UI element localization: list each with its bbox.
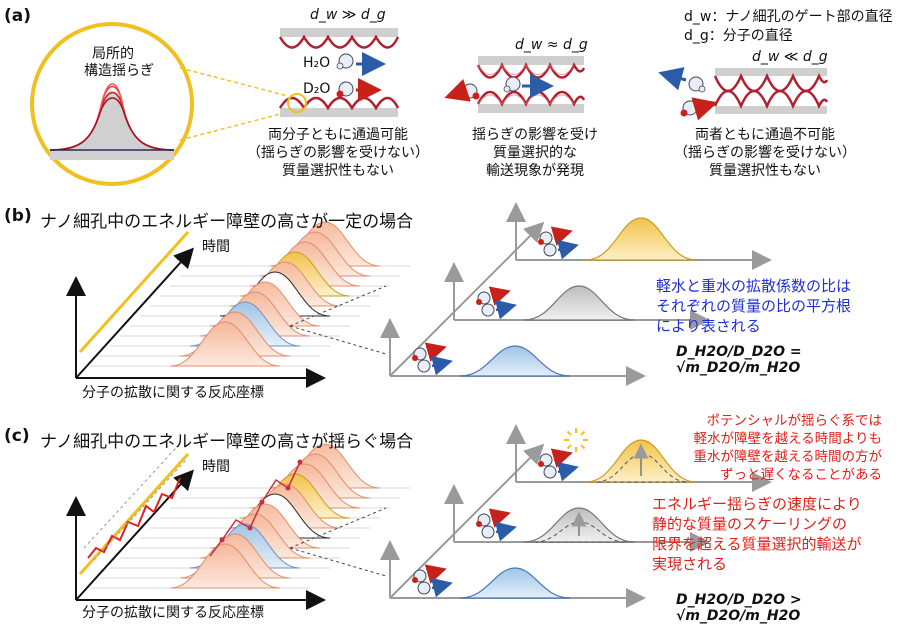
panel-c-note2: エネルギー揺らぎの速度により 静的な質量のスケーリングの 限界を超える質量選択的… [652, 494, 862, 574]
pore-wide [278, 28, 400, 117]
case1-condition: d_w ≫ d_g [310, 7, 386, 23]
connector-lines-b [289, 285, 387, 355]
panel-c-xaxis-label: 分子の拡散に関する反応座標 [82, 605, 264, 621]
pore-narrow [713, 68, 829, 114]
cascade-c [380, 424, 772, 608]
case1-caption-line3: 質量選択性もない [282, 163, 394, 179]
barrier-trace-c [209, 459, 303, 557]
panel-b-note: 軽水と重水の拡散係数の比は それぞれの質量の比の平方根 により表される [656, 276, 851, 336]
case3-caption-line1: 両者ともに通過不可能 [695, 127, 835, 143]
molecules-a3 [658, 67, 718, 121]
case3-caption: 両者ともに通過不可能 （揺らぎの影響を受けない） 質量選択性もない [665, 126, 865, 180]
h2o-molecule-a1 [336, 52, 386, 76]
zoom-label-line1: 局所的 [92, 46, 134, 62]
axes-c [66, 447, 326, 610]
panel-c-note1-line3: 重水が障壁を越える時間の方が [693, 449, 882, 465]
d2o-molecule-a1 [336, 78, 382, 102]
panel-b-equation: D_H2O/D_D2O = √m_D2O/m_H2O [676, 344, 802, 376]
legend-dg: d_g：分子の直径 [684, 28, 793, 44]
case2-caption-line2: 質量選択的な [493, 145, 577, 161]
waterfall-c [90, 443, 410, 589]
panel-b-title: ナノ細孔中のエネルギー障壁の高さが一定の場合 [40, 212, 414, 232]
molecules-a2 [444, 74, 554, 102]
zoom-circle [30, 22, 194, 186]
panel-c-equation: D_H2O/D_D2O > √m_D2O/m_H2O [676, 592, 802, 624]
energy-profile-slice [169, 321, 281, 367]
case2-condition: d_w ≈ d_g [515, 37, 588, 53]
connector-lines-c [289, 507, 387, 577]
energy-profile-slice [169, 543, 281, 589]
case2-caption: 揺らぎの影響を受け 質量選択的な 輸送現象が発現 [440, 126, 630, 180]
waterfall-b [90, 221, 410, 367]
panel-c-note2-line1: エネルギー揺らぎの速度により [652, 495, 862, 513]
panel-c-note1-line4: ずっと遅くなることがある [720, 467, 882, 483]
panel-c-note1-line1: ポテンシャルが揺らぐ系では [706, 413, 883, 429]
case3-caption-line3: 質量選択性もない [709, 163, 821, 179]
case2-caption-line3: 輸送現象が発現 [486, 163, 584, 179]
case1-caption-line1: 両分子ともに通過可能 [268, 127, 408, 143]
cascade-b [380, 202, 772, 386]
panel-b-note-line3: により表される [656, 317, 761, 335]
case1-caption: 両分子ともに通過可能 （揺らぎの影響を受けない） 質量選択性もない [238, 126, 438, 180]
case3-condition: d_w ≪ d_g [752, 49, 828, 65]
panel-c-note2-line3: 限界を超える質量選択的輸送が [652, 535, 862, 553]
zoom-label-line2: 構造揺らぎ [84, 63, 154, 79]
panel-c-note2-line4: 実現される [652, 555, 728, 573]
zoom-label: 局所的 構造揺らぎ [84, 46, 154, 80]
axes-b [66, 230, 326, 388]
panel-c-note1: ポテンシャルが揺らぐ系では 軽水が障壁を越える時間よりも 重水が障壁を越える時間… [654, 412, 882, 484]
panel-b-note-line2: それぞれの質量の比の平方根 [656, 297, 852, 315]
d2o-label: D₂O [303, 81, 331, 97]
zoom-leader-lines [179, 67, 289, 141]
panel-c-note1-line2: 軽水が障壁を越える時間よりも [693, 431, 882, 447]
panel-b-note-line1: 軽水と重水の拡散係数の比は [656, 277, 852, 295]
legend-diameters: d_w：ナノ細孔のゲート部の直径 d_g：分子の直径 [684, 8, 893, 46]
panel-b-tag: (b) [4, 206, 32, 226]
panel-c-note2-line2: 静的な質量のスケーリングの [652, 515, 848, 533]
case3-caption-line2: （揺らぎの影響を受けない） [674, 145, 856, 161]
case2-caption-line1: 揺らぎの影響を受け [472, 127, 598, 143]
panel-b-time-label: 時間 [202, 239, 230, 255]
panel-a-tag: (a) [4, 6, 32, 26]
h2o-label: H₂O [303, 55, 331, 71]
legend-dw: d_w：ナノ細孔のゲート部の直径 [684, 9, 893, 25]
panel-b-xaxis-label: 分子の拡散に関する反応座標 [82, 385, 264, 401]
panel-c-time-label: 時間 [202, 459, 230, 475]
panel-c-title: ナノ細孔中のエネルギー障壁の高さが揺らぐ場合 [40, 432, 414, 452]
case1-caption-line2: （揺らぎの影響を受けない） [247, 145, 429, 161]
panel-c-tag: (c) [4, 426, 30, 446]
